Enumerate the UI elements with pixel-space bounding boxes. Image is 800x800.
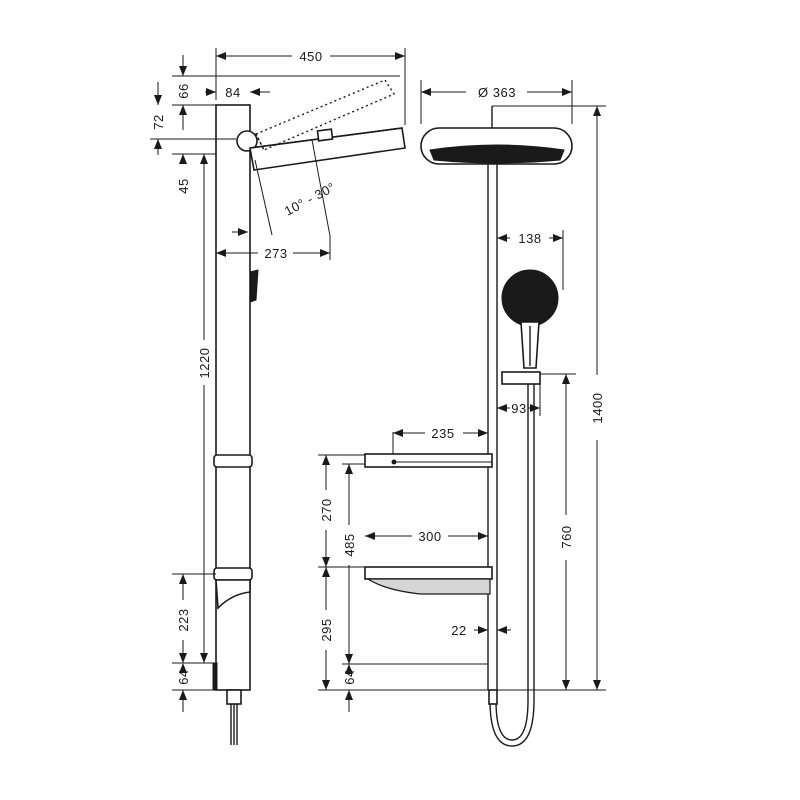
front-view: Ø 363 1400 138 93 760 xyxy=(318,80,606,747)
dim-138: 138 xyxy=(518,231,541,246)
dim-84: 84 xyxy=(225,85,240,100)
dim-235: 235 xyxy=(431,426,454,441)
dim-72: 72 xyxy=(151,114,166,129)
upper-shelf xyxy=(364,453,493,468)
dim-45: 45 xyxy=(176,178,191,193)
dim-760: 760 xyxy=(559,525,574,548)
lower-shelf-basket xyxy=(365,578,491,595)
thermostat-handle xyxy=(249,269,259,303)
side-shelf xyxy=(215,579,251,610)
dim-223: 223 xyxy=(176,608,191,631)
column-ring-lower xyxy=(213,567,253,581)
dim-22: 22 xyxy=(451,623,466,638)
spray-face xyxy=(429,144,565,164)
hand-shower-head xyxy=(501,269,559,327)
dim-93: 93 xyxy=(511,401,526,416)
overhead-arm-raised xyxy=(255,79,396,151)
bottom-connector xyxy=(488,689,498,705)
dim-1220: 1220 xyxy=(197,348,212,379)
dim-273: 273 xyxy=(264,246,287,261)
dim-270: 270 xyxy=(319,498,334,521)
dim-diameter-363: Ø 363 xyxy=(478,85,516,100)
dim-64-right: 64 xyxy=(342,669,357,684)
side-view: 450 84 66 72 45 10° - 30° xyxy=(150,48,406,745)
column-ring-upper xyxy=(213,454,253,468)
hose xyxy=(495,384,529,741)
dim-66: 66 xyxy=(176,83,191,98)
dim-64-left: 64 xyxy=(176,669,191,684)
dim-485: 485 xyxy=(342,533,357,556)
lower-shelf xyxy=(364,566,493,580)
inlet-connector xyxy=(226,689,242,705)
dim-1400: 1400 xyxy=(590,393,605,424)
hand-shower-holder xyxy=(501,371,541,385)
dim-300: 300 xyxy=(418,529,441,544)
dim-angle: 10° - 30° xyxy=(282,179,338,218)
arm-clip xyxy=(316,128,334,142)
dim-450: 450 xyxy=(299,49,322,64)
pivot-joint xyxy=(236,130,258,152)
dim-295: 295 xyxy=(319,618,334,641)
